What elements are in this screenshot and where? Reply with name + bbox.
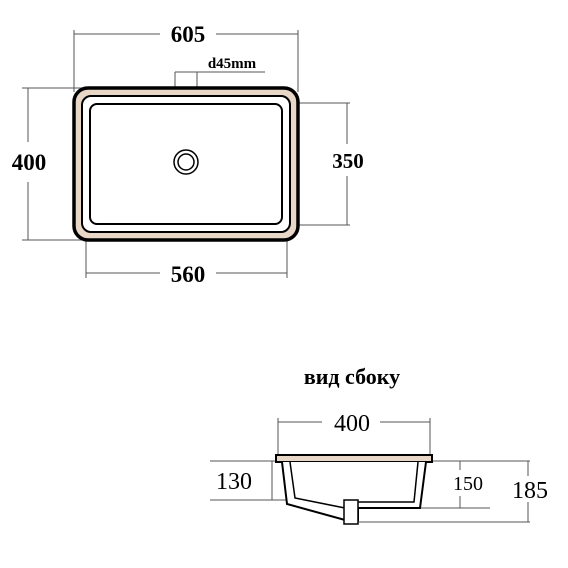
side-drain-outlet	[343, 499, 359, 525]
dim-inner-depth: 350	[332, 149, 364, 173]
drain-inner-circle	[177, 153, 195, 171]
top-view: 605 d45mm 400 350 560	[12, 22, 364, 287]
dim-side-top-width: 400	[334, 411, 370, 437]
dim-side-total-height: 185	[512, 478, 548, 504]
dim-overall-width: 605	[171, 22, 206, 47]
dim-side-left-height: 130	[216, 469, 252, 495]
side-view-title: вид сбоку	[304, 364, 400, 389]
dim-overall-depth: 400	[12, 150, 47, 175]
dim-drain-diameter: d45mm	[208, 56, 257, 72]
dim-inner-width: 560	[171, 262, 206, 287]
side-rim	[275, 454, 433, 463]
dim-side-inner-height: 150	[453, 473, 483, 495]
side-view: вид сбоку 400 130 150 185	[210, 364, 548, 525]
